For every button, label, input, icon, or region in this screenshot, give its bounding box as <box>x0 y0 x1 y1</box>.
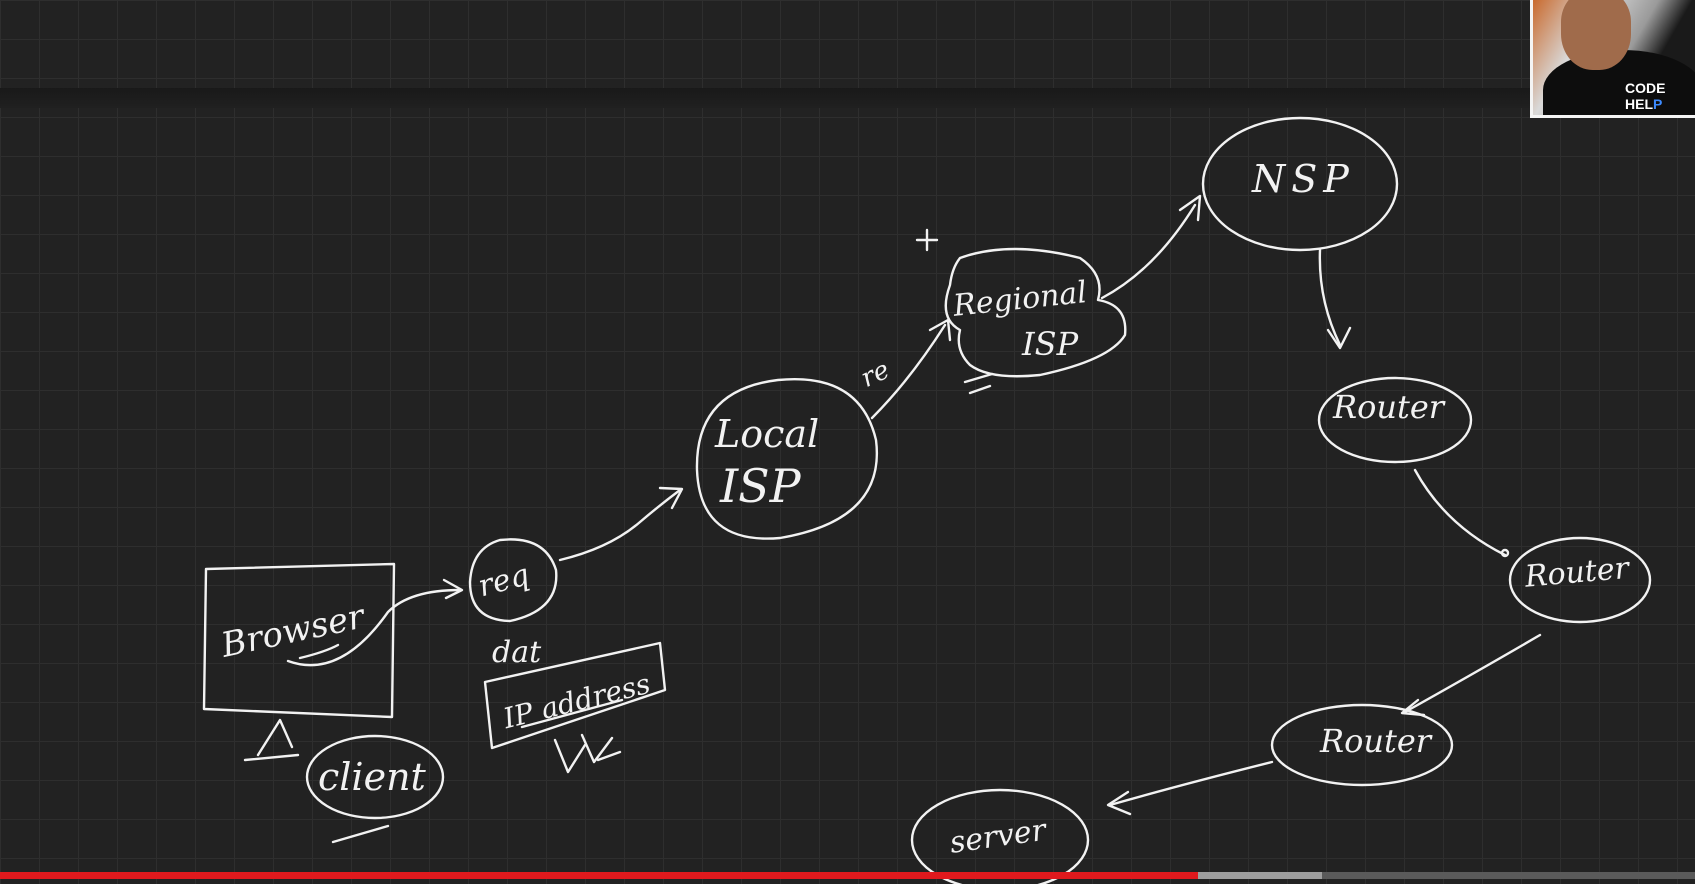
regional-isp-node: Regional ISP <box>944 247 1127 395</box>
router1-node: Router <box>1317 376 1473 464</box>
arrow-local-to-regional-isp <box>870 323 947 420</box>
ip-address-note: dat IP address <box>483 635 667 774</box>
router2-node: Router <box>1508 536 1652 624</box>
browser-node: Browser <box>202 562 396 762</box>
board-top-band <box>0 88 1695 108</box>
arrow-regional-to-nsp <box>1100 203 1197 300</box>
regional-isp-line1: Regional <box>951 275 1089 324</box>
presenter-face <box>1561 0 1631 70</box>
arrow-nsp-to-router1 <box>1318 248 1342 347</box>
arrow-router3-to-server <box>1108 760 1274 807</box>
router3-label: Router <box>1319 722 1433 760</box>
nsp-node: NSP <box>1201 116 1399 252</box>
client-label: client <box>318 755 427 799</box>
local-isp-node: Local ISP <box>695 377 879 540</box>
router1-label: Router <box>1332 388 1446 426</box>
client-node: client <box>305 734 445 844</box>
presenter-webcam: CODE HELP <box>1530 0 1695 118</box>
server-label: server <box>948 812 1050 860</box>
router3-node: Router <box>1270 703 1454 787</box>
progress-played <box>0 872 1198 879</box>
regional-isp-line2: ISP <box>1021 325 1079 363</box>
local-isp-line1: Local <box>714 412 819 456</box>
nsp-label: NSP <box>1251 157 1355 201</box>
video-progress-bar[interactable] <box>0 872 1695 879</box>
router2-label: Router <box>1522 551 1631 595</box>
server-node: server <box>910 788 1090 884</box>
arrow-browser-to-req <box>286 588 462 667</box>
ip-address-label: IP address <box>499 667 654 736</box>
arrow-router1-to-router2 <box>1413 468 1507 557</box>
req-edge-label: re <box>856 355 894 394</box>
req-label: req <box>475 557 534 604</box>
req-node: req <box>468 538 558 623</box>
pen-cursor-icon <box>915 228 939 252</box>
dat-label: dat <box>492 635 542 670</box>
arrow-req-to-local-isp <box>558 488 682 562</box>
arrow-router2-to-router3 <box>1403 633 1542 714</box>
shirt-brand-text: CODE HELP <box>1625 80 1666 112</box>
local-isp-line2: ISP <box>719 459 802 513</box>
